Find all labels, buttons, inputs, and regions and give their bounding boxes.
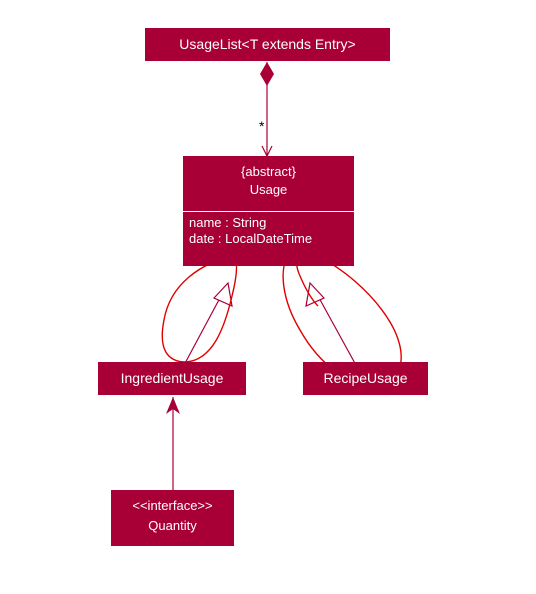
class-name: UsageList<T extends Entry> (179, 36, 356, 52)
class-recipe-usage: RecipeUsage (303, 362, 428, 395)
class-divider (183, 211, 354, 212)
multiplicity-label: * (259, 118, 265, 134)
class-usage: {abstract} Usage name : String date : Lo… (183, 156, 354, 266)
class-name: Usage (249, 182, 288, 197)
class-stereotype: <<interface>> (132, 498, 213, 513)
attribute: name : String (189, 215, 267, 230)
class-stereotype: {abstract} (241, 164, 296, 179)
attribute: date : LocalDateTime (189, 231, 313, 246)
arrow-head-icon (166, 397, 180, 414)
inheritance-triangle-icon (212, 281, 233, 308)
composition-diamond-icon (260, 62, 274, 86)
class-name: Quantity (148, 518, 197, 533)
association-quantity (166, 397, 180, 490)
annotation-loop-left (161, 251, 239, 363)
annotation-loop-right (282, 251, 402, 387)
class-attributes: name : String date : LocalDateTime (183, 215, 354, 247)
generalization-ingredient (182, 281, 233, 368)
class-usage-list: UsageList<T extends Entry> (145, 28, 390, 61)
class-quantity: <<interface>> Quantity (111, 490, 234, 546)
class-name: RecipeUsage (323, 370, 408, 386)
generalization-recipe (305, 281, 358, 368)
composition-relation: * (259, 62, 274, 158)
class-name: IngredientUsage (120, 370, 224, 386)
class-ingredient-usage: IngredientUsage (98, 362, 246, 395)
